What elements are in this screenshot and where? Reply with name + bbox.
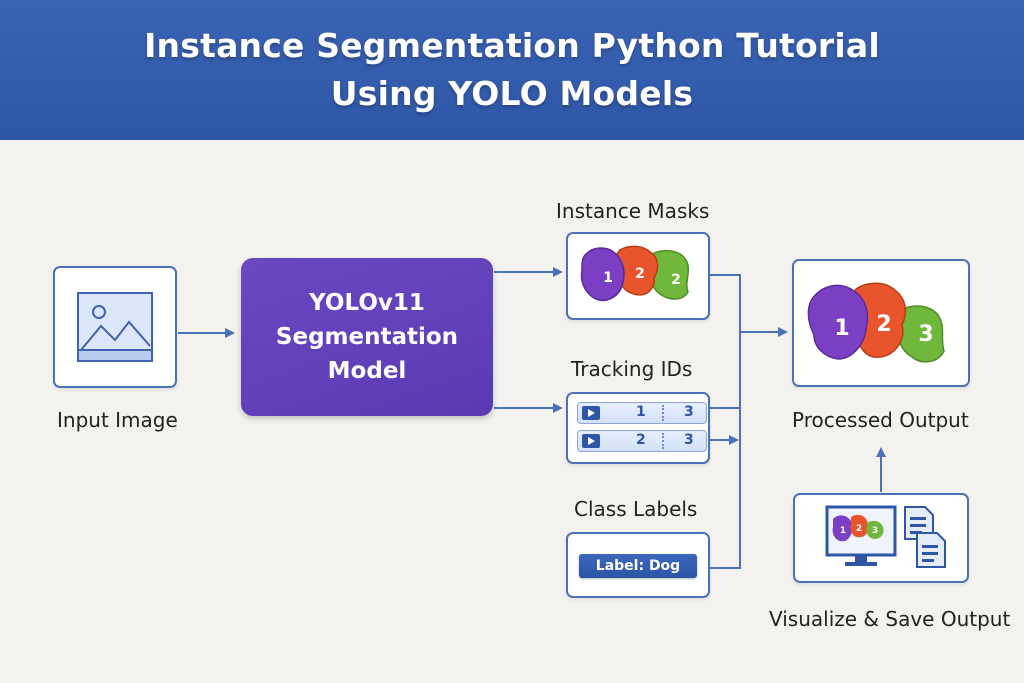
mask-id-1: 1	[603, 270, 613, 286]
output-id-1: 1	[834, 316, 849, 341]
output-id-3: 3	[918, 322, 933, 347]
play-icon	[582, 434, 600, 448]
track-value: 3	[684, 404, 694, 420]
output-id-2: 2	[876, 312, 891, 337]
track-value: 3	[684, 432, 694, 448]
class-label-badge: Label: Dog	[579, 554, 697, 578]
visualize-illustration: 1 2 3	[825, 505, 946, 568]
vis-id-3: 3	[872, 526, 878, 536]
instance-masks-label: Instance Masks	[556, 199, 710, 223]
image-icon	[77, 292, 153, 362]
track-id: 2	[636, 432, 646, 448]
visualize-save-label: Visualize & Save Output	[769, 607, 1011, 631]
processed-output-label: Processed Output	[792, 408, 969, 432]
yolo-model-label: YOLOv11 Segmentation Model	[275, 290, 459, 384]
title-line-2: Using YOLO Models	[330, 74, 694, 113]
tracking-ids-box: 1 3 2 3	[566, 392, 710, 464]
tracking-row: 1 3	[577, 402, 707, 424]
play-icon	[582, 406, 600, 420]
input-image-label: Input Image	[57, 408, 178, 432]
vis-id-2: 2	[856, 524, 862, 534]
processed-output-box: 1 2 3	[792, 259, 970, 387]
output-illustration: 1 2 3	[807, 282, 945, 363]
mask-id-2: 2	[635, 266, 645, 282]
class-labels-box: Label: Dog	[566, 532, 710, 598]
tracking-row: 2 3	[577, 430, 707, 452]
mask-blob-purple	[580, 247, 625, 302]
mask-id-3: 2	[671, 272, 681, 288]
input-image-box	[53, 266, 177, 388]
vis-id-1: 1	[840, 526, 846, 536]
title-banner: Instance Segmentation Python Tutorial Us…	[0, 0, 1024, 140]
instance-masks-box: 1 2 2	[566, 232, 710, 320]
masks-illustration: 1 2 2	[580, 245, 690, 302]
title-line-1: Instance Segmentation Python Tutorial	[144, 26, 880, 65]
track-separator	[662, 433, 664, 449]
monitor-icon: 1 2 3	[825, 505, 897, 566]
document-icon	[916, 532, 946, 568]
line-masks-to-bus	[710, 274, 741, 569]
output-blob-purple	[807, 284, 869, 360]
tracking-ids-label: Tracking IDs	[571, 357, 693, 381]
track-id: 1	[636, 404, 646, 420]
yolo-model-box: YOLOv11 Segmentation Model	[241, 258, 493, 416]
track-separator	[662, 405, 664, 421]
output-blob-green	[896, 305, 945, 363]
class-labels-label: Class Labels	[574, 497, 698, 521]
visualize-save-box: 1 2 3	[793, 493, 969, 583]
